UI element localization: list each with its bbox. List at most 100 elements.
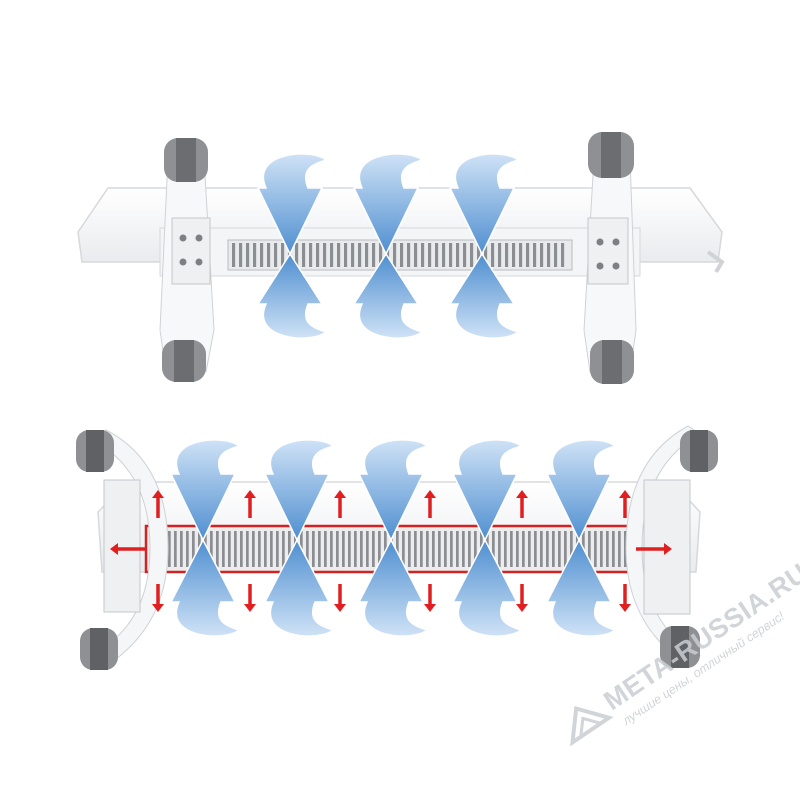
grille-slat [252,531,255,567]
grille-slat [512,243,516,267]
grille-slat [444,531,447,567]
grille-slat [561,243,565,267]
grille-slat [612,531,615,567]
heat-arrow-icon [244,490,256,518]
flow-arrow-icon [451,538,523,637]
grille-slat [470,243,474,267]
grille-slat [540,531,543,567]
grille-slat [192,531,195,567]
grille-slat [522,531,525,567]
grille-slat [358,243,362,267]
heat-arrow-icon [516,490,528,518]
grille-slat [228,531,231,567]
grille-slat [600,531,603,567]
grille-slat [546,531,549,567]
flow-arrow-icon [448,252,520,339]
grille-slat [498,243,502,267]
grille-slat [239,243,243,267]
flow-arrow-icon [451,439,523,542]
grille-slat [588,531,591,567]
wheel-icon [680,430,718,472]
grille-slat [316,243,320,267]
flow-arrow-icon [448,153,520,256]
grille-slat [498,531,501,567]
grille-slat [477,243,481,267]
wheel-icon [164,138,208,182]
grille-slat [180,531,183,567]
grille-slat [246,243,250,267]
grille-slat [354,531,357,567]
grille-slat [270,531,273,567]
grille-slat [570,531,573,567]
grille-slat [222,531,225,567]
flow-arrow-icon [352,252,424,339]
grille-slat [240,531,243,567]
heat-arrow-icon [424,584,436,612]
bottom-flow-arrows [169,439,617,637]
wheel-icon [588,132,634,178]
grille-slat [216,531,219,567]
flow-arrow-icon [263,538,335,637]
grille-slat [463,243,467,267]
grille-slat [438,531,441,567]
grille-slat [414,531,417,567]
top-heater [77,132,725,384]
grille-slat [393,243,397,267]
grille-slat [342,531,345,567]
grille-slat [267,243,271,267]
grille-slat [432,531,435,567]
grille-slat [288,531,291,567]
grille-slat [348,531,351,567]
meta-logo-icon [570,705,614,747]
grille-slat [282,531,285,567]
grille-slat [606,531,609,567]
flow-arrow-icon [352,153,424,256]
grille-slat [624,531,627,567]
flow-arrow-icon [545,538,617,637]
heat-arrow-icon [152,490,164,518]
flow-arrow-icon [256,252,328,339]
grille-slat [344,243,348,267]
grille-slat [360,531,363,567]
grille-slat [378,531,381,567]
grille-slat [504,531,507,567]
grille-slat [318,531,321,567]
top-flow-arrows [256,153,520,339]
grille-slat [253,243,257,267]
grille-slat [396,531,399,567]
grille-slat [526,243,530,267]
grille-slat [246,531,249,567]
grille-slat [414,243,418,267]
grille-slat [400,243,404,267]
grille-slat [456,243,460,267]
grille-slat [309,243,313,267]
wheel-icon [590,340,634,384]
grille-slat [449,243,453,267]
grille-slat [232,243,236,267]
grille-slat [302,243,306,267]
grille-slat [426,531,429,567]
grille-slat [324,531,327,567]
watermark-brand: META-RUSSIA.RU [598,558,800,717]
grille-slat [456,531,459,567]
heat-arrow-icon [244,584,256,612]
grille-slat [428,243,432,267]
grille-slat [528,531,531,567]
grille-slat [306,531,309,567]
grille-slat [462,531,465,567]
top-right-foot [583,132,637,384]
grille-slat [264,531,267,567]
grille-slat [168,531,171,567]
grille-slat [505,243,509,267]
grille-slat [558,531,561,567]
grille-slat [421,243,425,267]
heat-arrow-icon [619,584,631,612]
grille-slat [330,243,334,267]
top-left-foot [159,138,215,382]
bottom-left-foot [76,429,169,670]
grille-slat [276,531,279,567]
grille-slat [379,243,383,267]
heat-arrows [110,490,672,612]
grille-slat [534,531,537,567]
flow-arrow-icon [357,538,429,637]
